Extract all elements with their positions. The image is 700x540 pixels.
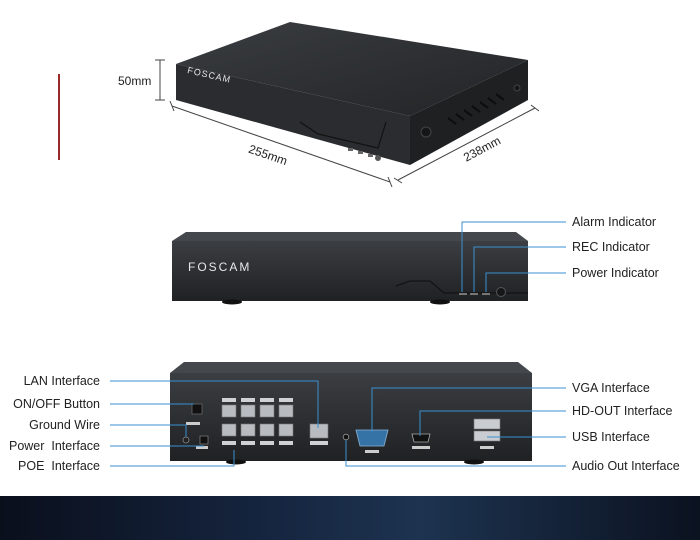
poe-ports <box>221 404 294 437</box>
device-front <box>172 232 528 305</box>
usb-port <box>473 418 501 430</box>
label-power-interface: Power Interface <box>8 439 100 453</box>
label-vga-interface: VGA Interface <box>572 381 650 395</box>
device-iso <box>176 22 528 165</box>
rear-leaders <box>110 380 566 467</box>
label-rec-indicator: REC Indicator <box>572 240 650 254</box>
front-leaders <box>461 221 566 292</box>
label-onoff-button: ON/OFF Button <box>13 397 100 411</box>
vga-port <box>355 429 389 447</box>
device-iso-front <box>176 64 410 165</box>
vent-slots <box>447 93 505 125</box>
label-ground-wire: Ground Wire <box>29 418 100 432</box>
device-iso-top <box>176 22 528 116</box>
device-rear <box>170 362 532 465</box>
brand-logo-front: FOSCAM <box>188 260 252 274</box>
label-alarm-indicator: Alarm Indicator <box>572 215 657 229</box>
label-poe-interface: POE Interface <box>18 459 100 473</box>
dim-height: 50mm <box>118 74 152 88</box>
label-hdout-interface: HD-OUT Interface <box>572 404 673 418</box>
accent-bar <box>58 74 60 160</box>
label-usb-interface: USB Interface <box>572 430 650 444</box>
lan-port <box>309 423 329 439</box>
dimension-lines <box>155 59 540 188</box>
label-power-indicator: Power Indicator <box>572 266 659 280</box>
label-lan-interface: LAN Interface <box>23 374 100 388</box>
label-audio-out-interface: Audio Out Interface <box>572 459 680 473</box>
hdmi-port <box>411 433 431 443</box>
footer-band <box>0 496 700 540</box>
